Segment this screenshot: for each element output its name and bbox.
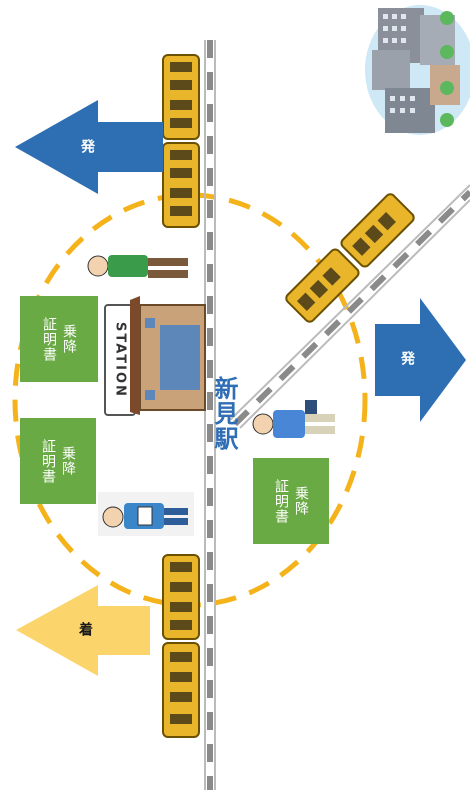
boarding-certificate-1: 証明書 乗降 (20, 296, 98, 382)
city-icon (365, 5, 470, 135)
depart-arrow-right (375, 298, 466, 422)
depart-label-top: 発 (79, 139, 95, 153)
arrive-label: 着 (77, 622, 93, 636)
person-with-certificate-icon (98, 492, 194, 536)
branch-track (229, 184, 470, 429)
train-branch (285, 193, 415, 323)
person-standing-icon (252, 400, 335, 438)
boarding-certificate-2: 証明書 乗降 (20, 418, 96, 504)
station-building-icon (104, 296, 206, 416)
train-bottom (162, 554, 200, 738)
depart-label-right: 発 (399, 351, 415, 365)
person-jumping-icon (87, 255, 188, 278)
arrive-arrow (16, 585, 150, 676)
boarding-certificate-3: 証明書 乗降 (253, 458, 329, 544)
certificate-line2: 証明書 (40, 438, 56, 484)
main-track (204, 40, 216, 790)
station-name: 新見駅 (210, 376, 238, 451)
certificate-line1: 乗降 (293, 486, 309, 516)
station-sign: STATION (107, 308, 133, 412)
certificate-line2: 証明書 (41, 316, 57, 362)
certificate-line1: 乗降 (61, 324, 77, 354)
train-top (162, 54, 200, 228)
station-sign-label: STATION (112, 322, 128, 398)
certificate-line2: 証明書 (273, 478, 289, 524)
certificate-line1: 乗降 (60, 446, 76, 476)
depart-arrow-top (15, 100, 163, 194)
